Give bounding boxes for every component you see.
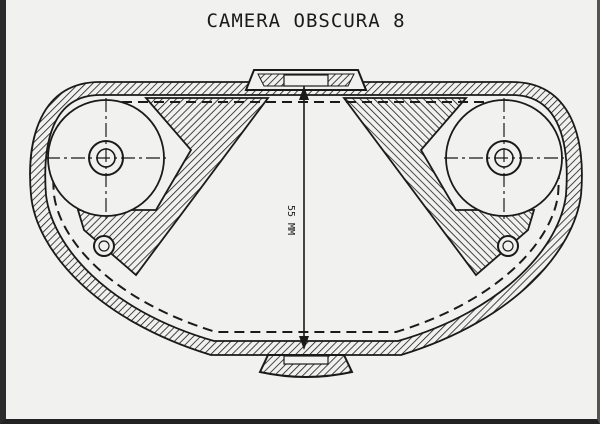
bottom-mount [258,354,354,378]
pinhole-aperture [283,74,329,87]
right-baffle [342,97,536,277]
right-guide-roller [497,235,519,257]
camera-cross-section: 55 MM [29,69,583,378]
focal-length-dimension: 55 MM [285,86,309,350]
left-baffle [76,97,270,277]
outer-shell-wall [29,81,583,356]
left-film-spool [46,98,166,222]
right-film-spool [444,98,564,222]
left-guide-roller [93,235,115,257]
diagram-title: CAMERA OBSCURA 8 [206,10,406,32]
dimension-label: 55 MM [285,205,296,235]
